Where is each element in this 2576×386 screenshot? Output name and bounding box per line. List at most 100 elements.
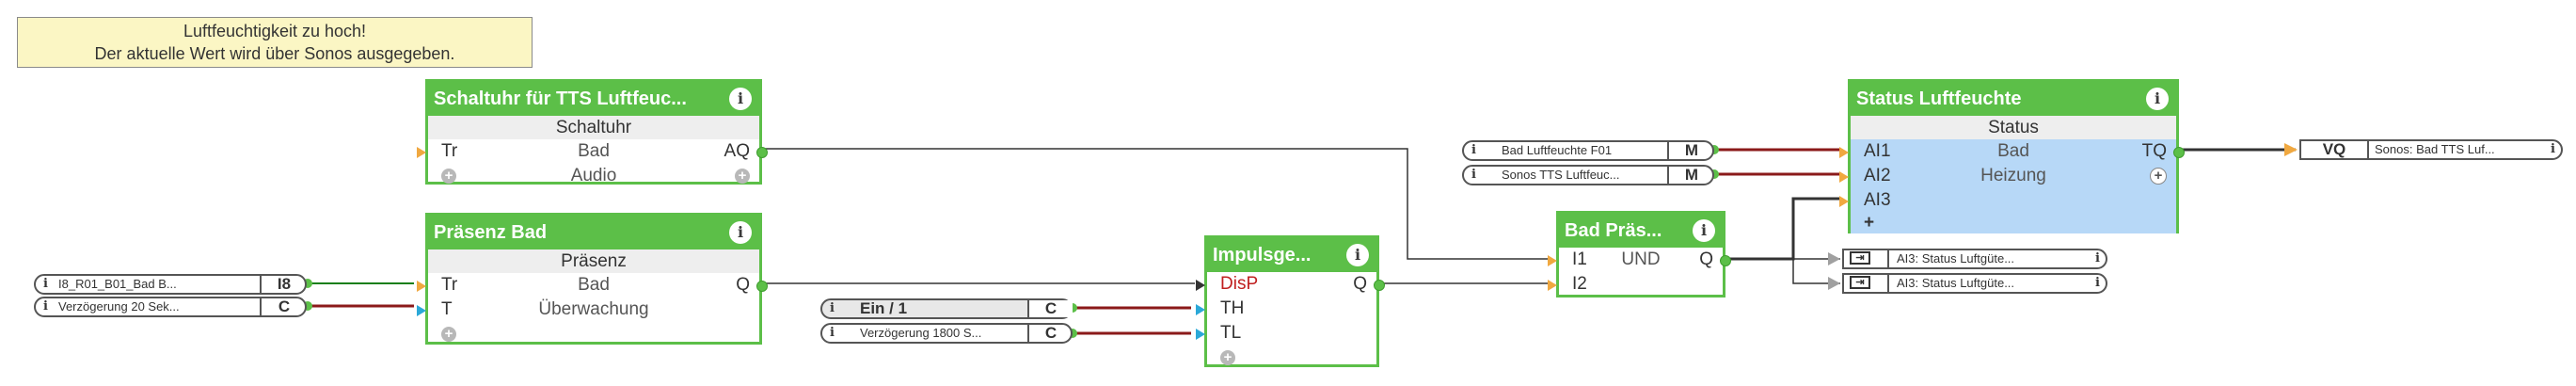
info-icon[interactable]: i (729, 88, 752, 110)
input-ref-verz20[interactable]: i Verzögerung 20 Sek... C (34, 297, 307, 317)
pin-label-q: Q (1699, 249, 1713, 269)
ref-name: I8_R01_B01_Bad B... (58, 277, 177, 291)
output-pin-q[interactable] (1374, 280, 1385, 291)
input-ref-ein[interactable]: i Ein / 1 C (820, 298, 1073, 319)
input-ref-feuchte[interactable]: i Bad Luftfeuchte F01 M (1462, 140, 1714, 161)
info-icon[interactable]: i (830, 326, 835, 340)
input-pin-tr[interactable] (417, 281, 426, 292)
output-pin-tq[interactable] (2173, 147, 2185, 158)
pin-label-tl: TL (1220, 323, 1242, 343)
aux-ref-ai3-2[interactable]: ⇥ AI3: Status Luftgüte... i (1842, 273, 2107, 294)
pin-label-th: TH (1220, 298, 1245, 318)
pin-desc: Überwachung (538, 299, 649, 319)
ref-name: Bad Luftfeuchte F01 (1502, 143, 1613, 157)
block-row: I1 UND Q (1548, 248, 1731, 272)
block-subtitle: Schaltuhr (428, 116, 759, 139)
info-icon[interactable]: i (2095, 276, 2100, 290)
output-ref-vq[interactable]: VQ Sonos: Bad TTS Luf... i (2299, 139, 2563, 160)
input-pin-i1[interactable] (1548, 255, 1557, 266)
ref-type: M (1667, 142, 1714, 159)
block-row: TL (1196, 321, 1376, 346)
output-pin-q[interactable] (1720, 255, 1731, 266)
block-row: Tr Bad Q (417, 273, 768, 298)
block-row: + (1207, 346, 1376, 370)
pin-label-disp: DisP (1220, 274, 1259, 294)
pin-desc: UND (1621, 249, 1661, 269)
plus-icon[interactable]: + (441, 326, 456, 342)
plus-icon[interactable]: + (1220, 349, 1235, 365)
input-ref-verz1800[interactable]: i Verzögerung 1800 S... C (820, 323, 1073, 344)
wire-und-aux (1792, 259, 1840, 284)
block-impuls[interactable]: Impulsge... i DisP Q TH TL + (1196, 235, 1385, 370)
block-row: + (428, 322, 759, 346)
ref-type: I8 (260, 276, 307, 293)
block-subtitle: Präsenz (428, 249, 759, 273)
pin-label-tr: Tr (441, 141, 458, 161)
ref-name: Verzögerung 1800 S... (860, 326, 982, 340)
input-pin-i2[interactable] (1548, 280, 1557, 291)
aux-name: AI3: Status Luftgüte... (1897, 276, 2015, 290)
ref-type: C (1027, 300, 1073, 317)
pin-label-i1: I1 (1572, 249, 1587, 269)
output-pin-aq[interactable] (756, 147, 768, 158)
input-pin-disp[interactable] (1196, 280, 1205, 291)
link-icon: ⇥ (1850, 251, 1870, 265)
block-status-header[interactable]: Status Luftfeuchte i (1851, 82, 2176, 116)
pin-label-q: Q (1353, 274, 1367, 294)
block-row: Tr Bad AQ (417, 139, 768, 164)
input-pin-t[interactable] (417, 305, 426, 316)
block-row: DisP Q (1196, 272, 1385, 297)
plus-icon[interactable]: + (441, 168, 456, 184)
block-row: TH (1196, 297, 1376, 321)
info-icon[interactable]: i (2095, 251, 2100, 265)
block-und-header[interactable]: Bad Präs... i (1559, 214, 1723, 248)
block-row: T Überwachung (417, 298, 759, 322)
block-praesenz-header[interactable]: Präsenz Bad i (428, 216, 759, 249)
plus-icon[interactable]: + (2150, 167, 2167, 185)
ref-type: M (1667, 167, 1714, 184)
note-line-2: Der aktuelle Wert wird über Sonos ausgeg… (94, 44, 455, 63)
aux-name: AI3: Status Luftgüte... (1897, 251, 2015, 265)
pin-label-ai1: AI1 (1864, 141, 1891, 161)
aux-ref-ai3-1[interactable]: ⇥ AI3: Status Luftgüte... i (1842, 249, 2107, 269)
ref-type: C (1027, 325, 1073, 342)
block-title: Präsenz Bad (434, 222, 548, 243)
block-row: AI2 Heizung + (1839, 164, 2176, 188)
note-line-1: Luftfeuchtigkeit zu hoch! (183, 22, 367, 40)
info-icon[interactable]: i (1471, 168, 1476, 182)
input-ref-sonos-tts[interactable]: i Sonos TTS Luftfeuc... M (1462, 165, 1714, 185)
wire-und-q (1727, 197, 1840, 261)
block-status[interactable]: Status Luftfeuchte i Status AI1 Bad TQ A… (1839, 79, 2185, 233)
output-pin-q[interactable] (756, 281, 768, 292)
input-pin-tl[interactable] (1196, 329, 1205, 340)
comment-note[interactable]: Luftfeuchtigkeit zu hoch! Der aktuelle W… (17, 17, 533, 68)
block-schaltuhr-header[interactable]: Schaltuhr für TTS Luftfeuc... i (428, 82, 759, 116)
info-icon[interactable]: i (729, 221, 752, 244)
pin-label-aq: AQ (724, 141, 750, 161)
block-impuls-header[interactable]: Impulsge... i (1207, 238, 1376, 272)
info-icon[interactable]: i (43, 299, 48, 314)
plus-icon[interactable]: + (1864, 213, 1875, 233)
input-pin-ai1[interactable] (1839, 147, 1849, 158)
info-icon[interactable]: i (2146, 88, 2169, 110)
input-pin-tr[interactable] (417, 147, 426, 158)
block-und[interactable]: Bad Präs... i I1 UND Q I2 (1548, 211, 1731, 298)
pin-desc: Audio (570, 166, 617, 185)
block-schaltuhr[interactable]: Schaltuhr für TTS Luftfeuc... i Schaltuh… (417, 79, 768, 185)
info-icon[interactable]: i (1471, 143, 1476, 157)
info-icon[interactable]: i (43, 277, 48, 291)
info-icon[interactable]: i (1346, 244, 1369, 266)
info-icon[interactable]: i (2551, 142, 2555, 156)
input-ref-i8[interactable]: i I8_R01_B01_Bad B... I8 (34, 274, 307, 295)
block-title: Impulsge... (1213, 245, 1312, 265)
block-praesenz[interactable]: Präsenz Bad i Präsenz Tr Bad Q T Überwac… (417, 213, 768, 346)
input-pin-ai2[interactable] (1839, 171, 1849, 183)
info-icon[interactable]: i (830, 301, 835, 315)
status-pin-area: AI1 Bad TQ AI2 Heizung + AI3 + (1839, 139, 2185, 233)
plus-icon[interactable]: + (735, 168, 750, 184)
input-pin-ai3[interactable] (1839, 196, 1849, 207)
info-icon[interactable]: i (1693, 219, 1715, 242)
block-row: I2 (1548, 272, 1723, 297)
input-pin-th[interactable] (1196, 304, 1205, 315)
wire-schaltuhr-aq (764, 148, 1549, 260)
